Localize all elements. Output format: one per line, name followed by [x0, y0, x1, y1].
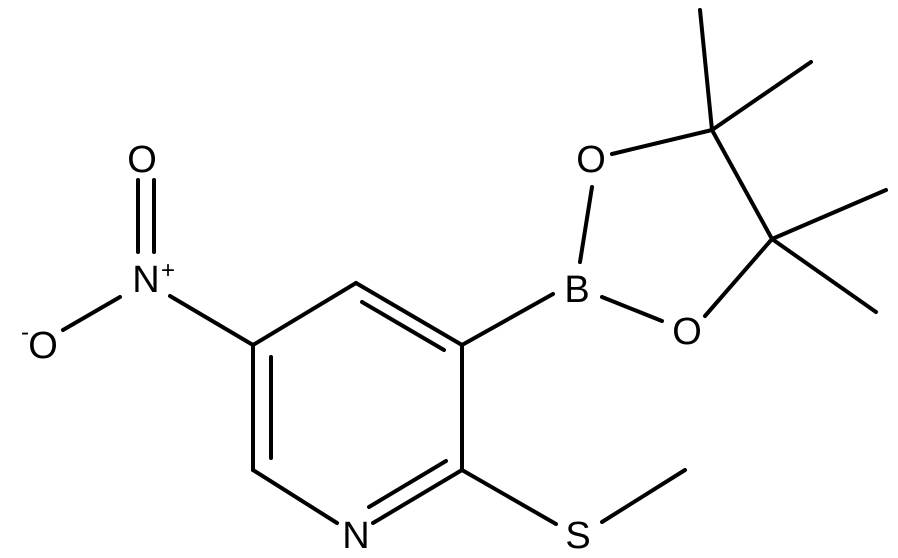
- charge-label-nitro-oxygen-single: -: [21, 319, 29, 346]
- bond-b-o-top: [578, 185, 594, 264]
- bond-o-top-c-quaternary: [610, 128, 714, 156]
- bond-o-bottom-c-quaternary: [703, 237, 774, 318]
- bond-c4-c3-inner: [360, 300, 446, 352]
- bond-c2-n1: [371, 468, 464, 525]
- bond-s-methyl: [600, 468, 687, 524]
- atom-label-dioxaborolane-oxygen-top: O: [576, 139, 606, 181]
- atom-label-nitro-oxygen-single: O: [28, 325, 58, 367]
- bond-c4-c3: [354, 281, 464, 347]
- bond-c2-s: [460, 468, 558, 526]
- bond-c-quaternary-c-quaternary: [710, 128, 774, 241]
- bond-c3-b: [460, 292, 555, 347]
- bond-b-o-bottom: [600, 295, 664, 323]
- bond-methyl-2: [710, 60, 813, 132]
- bond-n1-c6: [251, 468, 339, 525]
- atom-label-dioxaborolane-oxygen-bottom: O: [672, 311, 702, 353]
- bond-methyl-1: [698, 8, 714, 132]
- atom-label-nitro-oxygen-double: O: [127, 139, 157, 181]
- bond-c2-n1-inner: [367, 459, 448, 509]
- bond-methyl-4: [770, 237, 878, 314]
- atom-label-boron: B: [564, 269, 589, 311]
- bond-methyl-3: [770, 188, 888, 241]
- atom-label-sulfur: S: [565, 515, 590, 557]
- atom-label-ring-nitrogen: N: [342, 515, 369, 557]
- atom-label-nitro-nitrogen: N: [132, 259, 159, 301]
- bond-nitro-n-o-single: [61, 295, 122, 332]
- bond-c5-nitro-n: [168, 294, 255, 347]
- charge-label-nitro-nitrogen: +: [161, 257, 175, 284]
- bond-c5-c4: [251, 281, 358, 347]
